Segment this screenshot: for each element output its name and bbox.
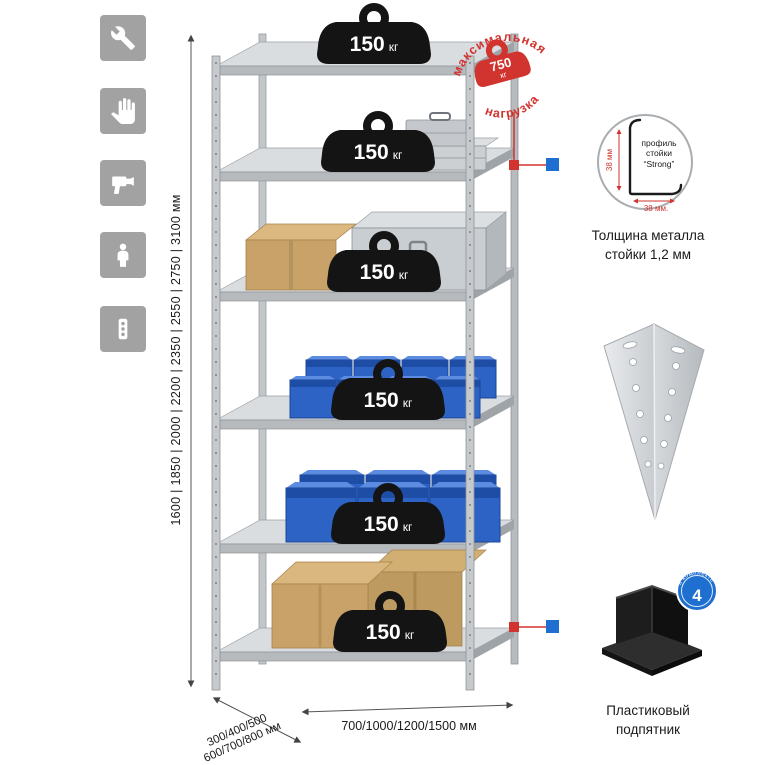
profile-caption: Толщина металла стойки 1,2 мм	[592, 226, 705, 264]
shelf-load-unit: кг	[403, 396, 413, 410]
depth-dimension-line	[212, 697, 302, 743]
width-dimension-line	[301, 701, 514, 716]
kit-count-badge: в комплекте 4	[676, 570, 718, 612]
callout-blue-square-bottom	[546, 620, 559, 633]
shelf-load-unit: кг	[393, 148, 403, 162]
stamp-load-value: 750	[488, 54, 513, 74]
callout-red-square-bottom	[509, 622, 519, 632]
shelf-load-value: 150	[360, 261, 395, 284]
load-badge-3: 150 кг	[327, 231, 441, 292]
person-icon	[100, 232, 146, 278]
callout-markers	[509, 112, 559, 633]
load-badge-4: 150 кг	[331, 359, 445, 420]
shelf-load-value: 150	[350, 33, 385, 56]
shelf-load-unit: кг	[399, 268, 409, 282]
profile-dim-horizontal: 38 мм.	[644, 204, 668, 213]
profile-caption-line2: стойки 1,2 мм	[604, 247, 692, 262]
profile-cross-section	[628, 118, 683, 196]
foot-caption: Пластиковый подпятник	[606, 701, 690, 739]
load-badge-5: 150 кг	[331, 483, 445, 544]
kit-badge-number: 4	[692, 586, 702, 605]
callout-blue-square-top	[546, 158, 559, 171]
rack-post-back-left	[258, 33, 267, 665]
foot-caption-line1: Пластиковый	[606, 703, 690, 718]
profile-caption-line1: Толщина металла	[591, 228, 705, 243]
plastic-foot-detail: в комплекте 4	[602, 570, 718, 676]
shelf-load-value: 150	[366, 621, 401, 644]
load-badge-2: 150 кг	[321, 111, 435, 172]
callout-red-square-top	[509, 160, 519, 170]
glove-icon	[100, 88, 146, 134]
socket-icon	[100, 306, 146, 352]
rack-post-back-right	[510, 33, 519, 665]
profile-label-line1: профиль	[641, 138, 677, 148]
shelf-load-badges: 150 кг 150 кг 150 кг 150 кг 150 кг	[317, 3, 447, 652]
stamp-load-unit: кг	[499, 70, 508, 80]
shelf-load-unit: кг	[405, 628, 415, 642]
profile-label-line3: “Strong”	[644, 159, 675, 169]
shelf-load-value: 150	[354, 141, 389, 164]
profile-label-line2: стойки	[646, 148, 672, 158]
profile-dim-vertical: 38 мм	[605, 149, 614, 171]
profile-detail: 38 мм 38 мм. профиль стойки “Strong”	[597, 114, 693, 213]
shelf-load-unit: кг	[389, 40, 399, 54]
max-load-stamp: максимальная нагрузка 750 кг	[442, 18, 551, 127]
load-badge-6: 150 кг	[333, 591, 447, 652]
shelf-load-value: 150	[364, 513, 399, 536]
width-dimension-label: 700/1000/1200/1500 мм	[341, 719, 477, 733]
load-badge-1: 150 кг	[317, 3, 431, 64]
cardboard-box-small	[245, 223, 357, 291]
rack-post-front-right	[465, 55, 475, 691]
angle-post-detail	[603, 323, 705, 521]
drill-icon	[100, 160, 146, 206]
shelf-load-value: 150	[364, 389, 399, 412]
height-dimension-label: 1600 | 1850 | 2000 | 2200 | 2350 | 2550 …	[169, 194, 183, 526]
rack-post-front-left	[211, 55, 221, 691]
foot-caption-line2: подпятник	[615, 722, 681, 737]
wrench-icon	[100, 15, 146, 61]
shelf-load-unit: кг	[403, 520, 413, 534]
